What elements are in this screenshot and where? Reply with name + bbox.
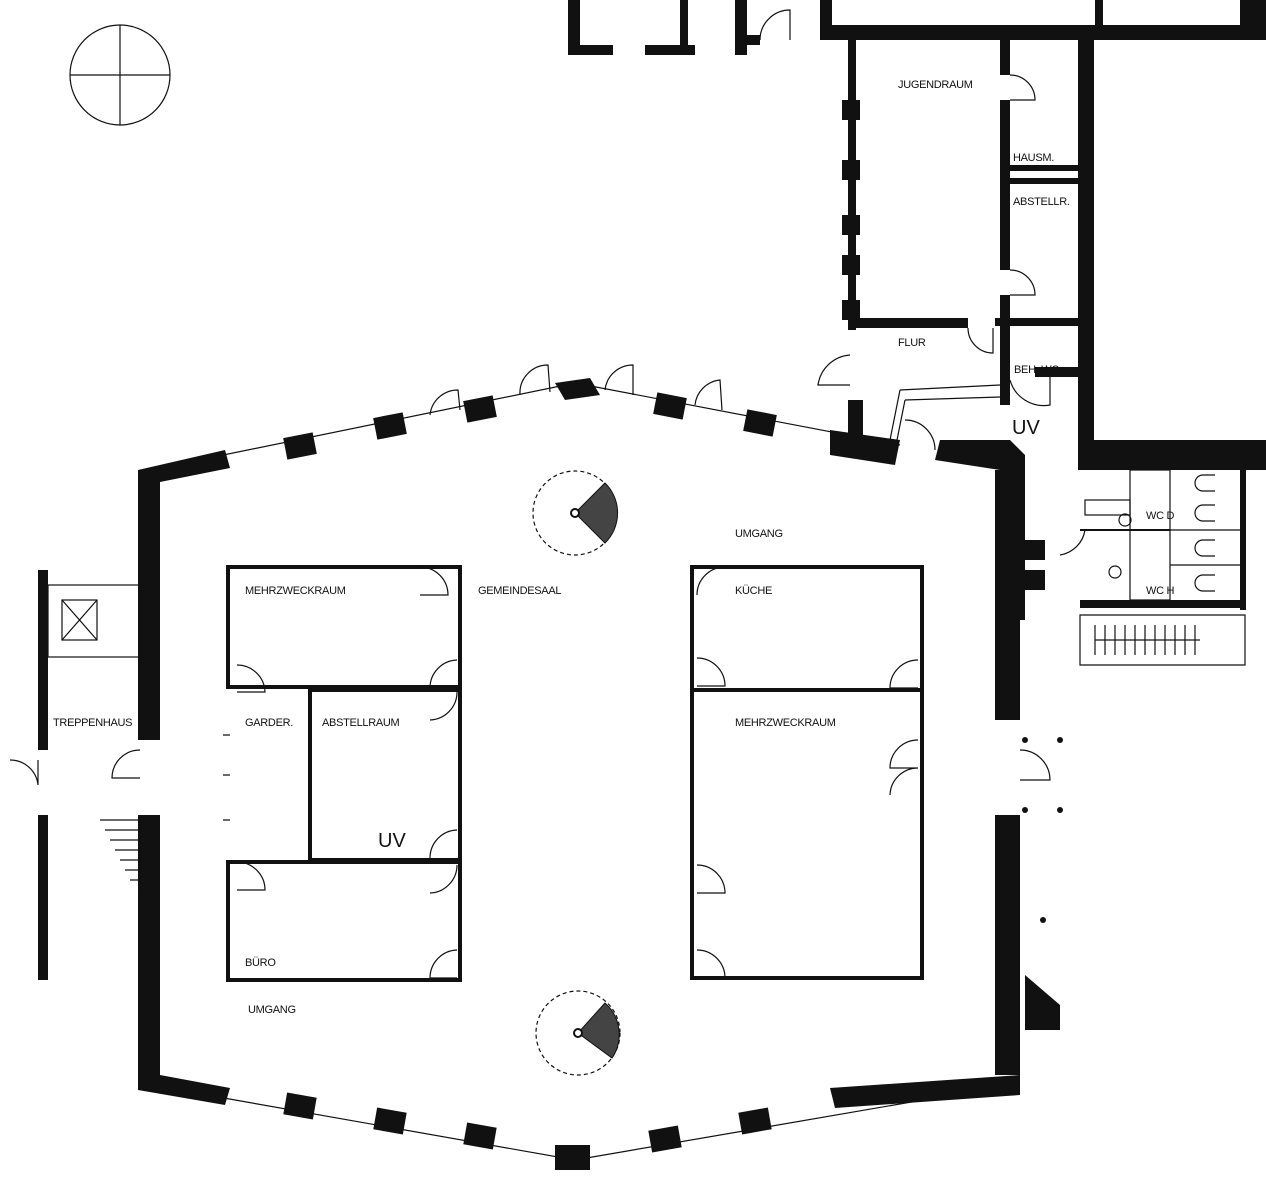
label-gemeindesaal: GEMEINDESAAL xyxy=(478,585,561,597)
label-treppenhaus: TREPPENHAUS xyxy=(53,717,132,729)
hall-walls xyxy=(111,364,1060,1170)
sector-symbol-bottom xyxy=(535,990,621,1076)
label-flur: FLUR xyxy=(898,337,926,349)
left-room-block xyxy=(223,565,462,982)
label-wc-d: WC D xyxy=(1146,510,1174,522)
label-mehrzweckraum-right: MEHRZWECKRAUM xyxy=(735,717,836,729)
bollards xyxy=(1022,737,1063,923)
label-wc-h: WC H xyxy=(1146,585,1174,597)
neighbour-building-walls xyxy=(568,0,1266,55)
label-kueche: KÜCHE xyxy=(735,585,772,597)
window-piers xyxy=(283,392,777,1153)
right-room-block xyxy=(690,565,924,980)
label-abstellr: ABSTELLR. xyxy=(1013,196,1070,208)
label-hausm: HAUSM. xyxy=(1013,152,1054,164)
label-umgang-bottom: UMGANG xyxy=(248,1004,296,1016)
label-abstellraum: ABSTELLRAUM xyxy=(322,717,400,729)
compass-icon xyxy=(69,24,171,126)
label-umgang-top: UMGANG xyxy=(735,528,783,540)
label-beh-wc: BEH. WC xyxy=(1014,364,1059,376)
wc-block-walls xyxy=(1025,469,1246,666)
label-garder: GARDER. xyxy=(245,717,293,729)
label-mehrzweckraum-left: MEHRZWECKRAUM xyxy=(245,585,346,597)
upper-wing-walls xyxy=(817,40,1266,620)
label-jugendraum: JUGENDRAUM xyxy=(898,79,973,91)
label-uv-top: UV xyxy=(1012,417,1040,439)
sector-symbol-top xyxy=(532,470,619,556)
label-buero: BÜRO xyxy=(245,957,276,969)
staircase-walls xyxy=(9,570,141,980)
label-uv-mid: UV xyxy=(378,830,406,852)
